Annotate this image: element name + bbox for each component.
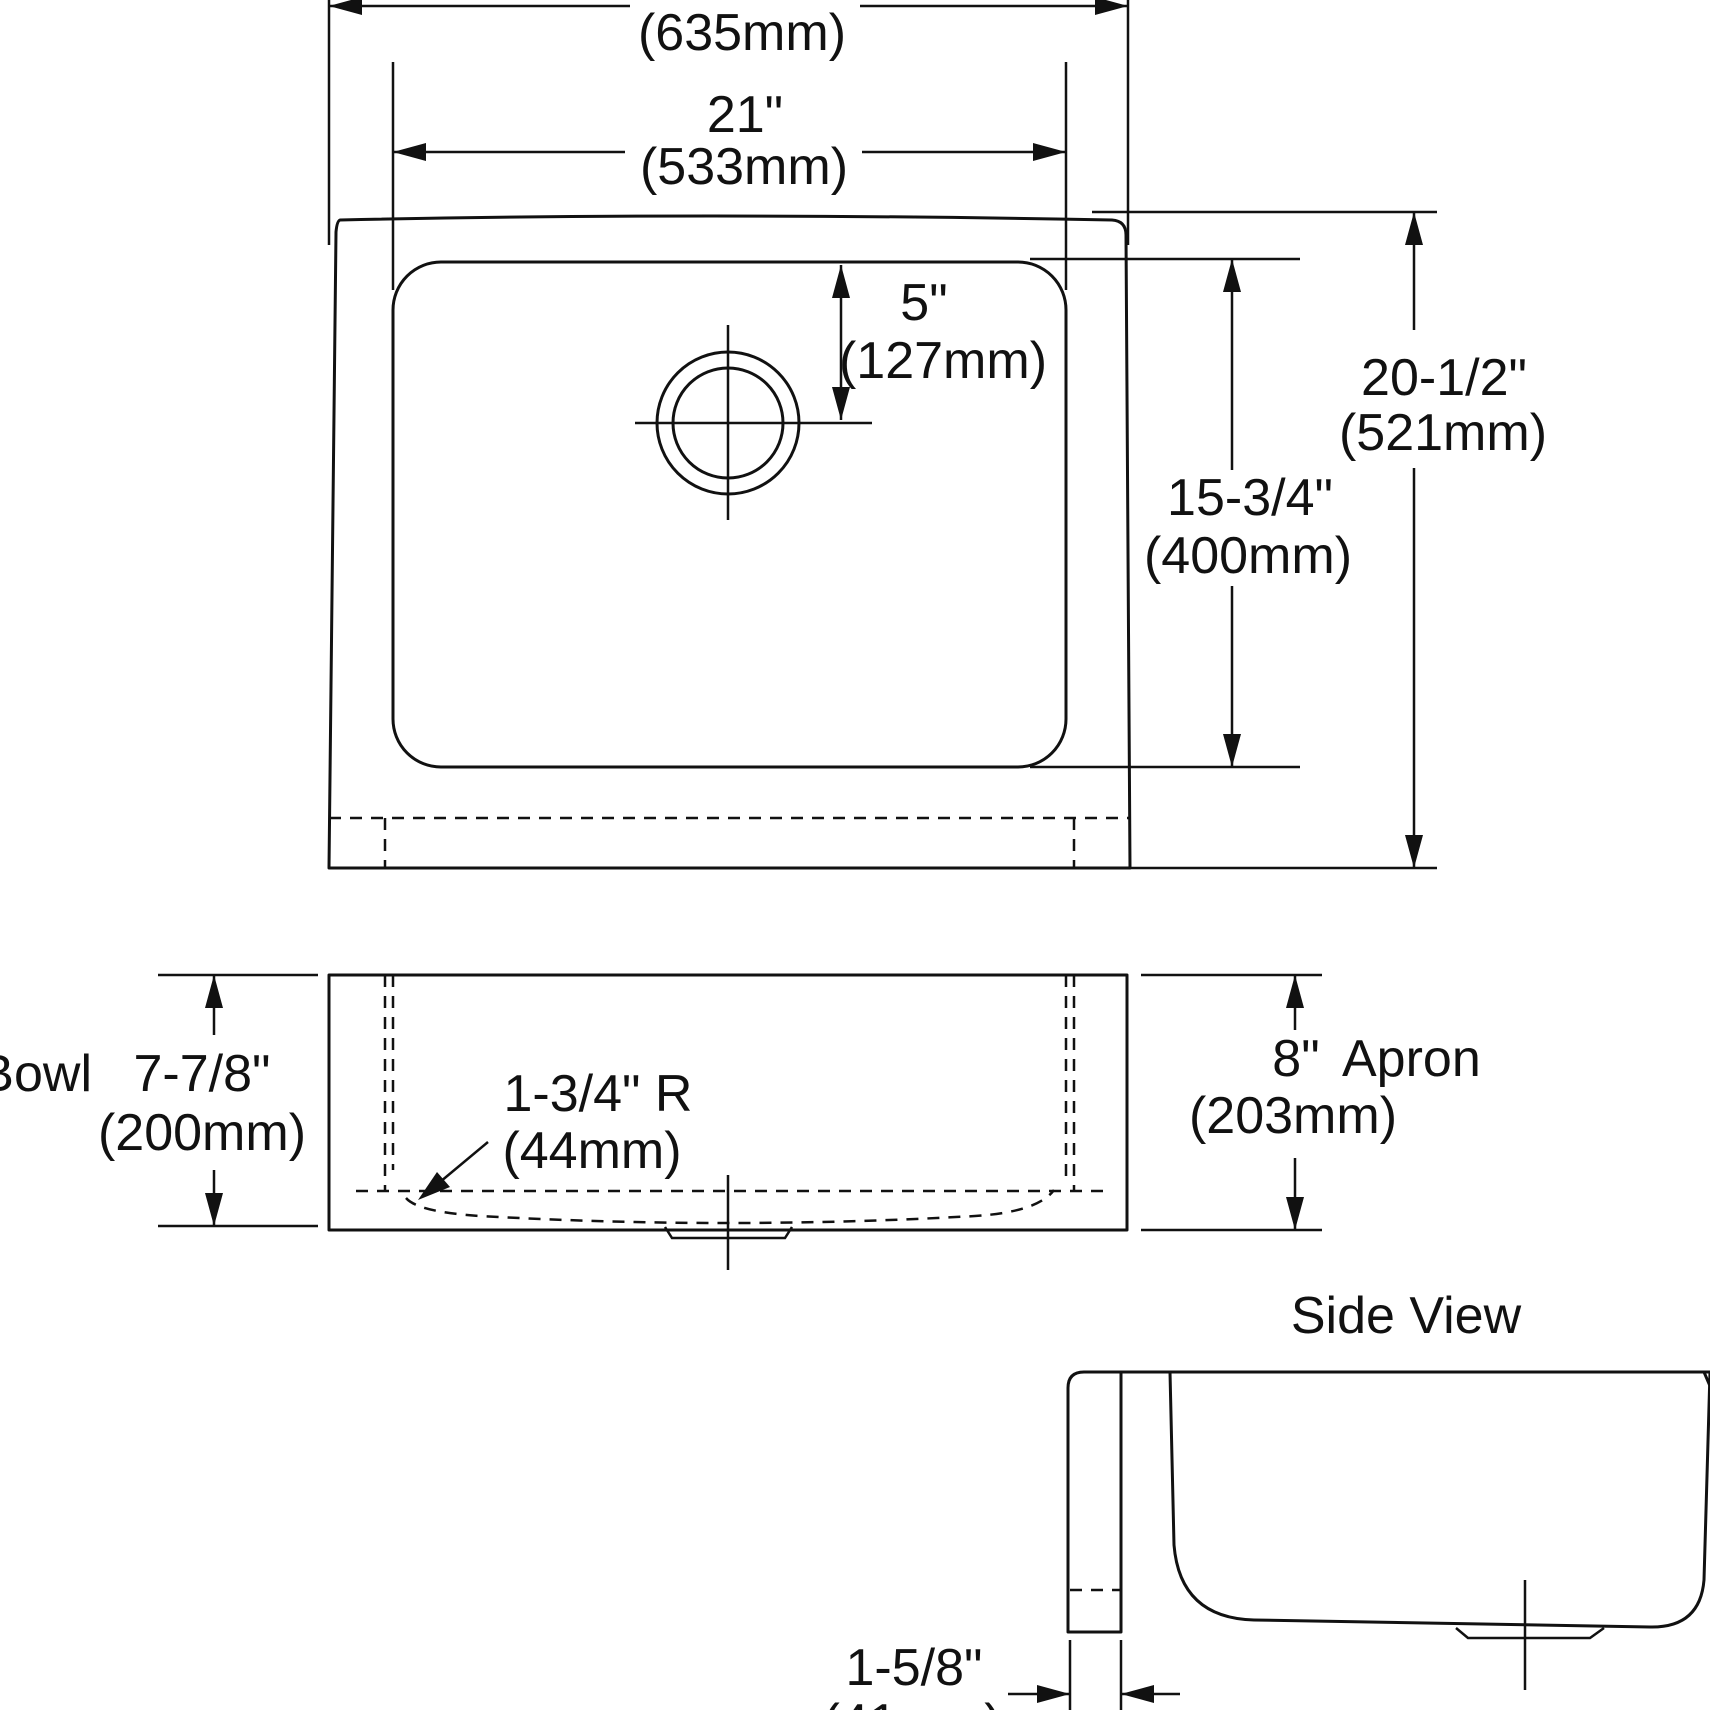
apron-height-label-mm: (203mm): [1189, 1087, 1397, 1145]
overall-length-label-in: 20-1/2": [1361, 349, 1527, 407]
apron-label: Apron: [1342, 1030, 1481, 1088]
side-view: Side View 1-5/8" (41mm): [822, 1287, 1710, 1710]
overall-width-label-mm: (635mm): [638, 4, 846, 62]
bowl-depth-label-in: 7-7/8": [134, 1045, 271, 1103]
top-view: (635mm) 21" (533mm) 5" (127mm) 15-3/4" (…: [327, 0, 1547, 870]
apron-thickness-label-in: 1-5/8": [846, 1639, 983, 1697]
side-apron-outline: [1066, 1370, 1710, 1634]
front-view: Bowl 7-7/8" (200mm) 1-3/4" R (44mm) 8" A…: [0, 973, 1481, 1270]
bowl-length-label-in: 15-3/4": [1167, 469, 1333, 527]
bowl-label: Bowl: [0, 1045, 92, 1103]
corner-radius-label-in: 1-3/4" R: [504, 1065, 693, 1123]
bowl-length-label-mm: (400mm): [1144, 527, 1352, 585]
drain: [635, 325, 872, 520]
sink-outer-outline: [327, 214, 1132, 870]
corner-radius-label-mm: (44mm): [502, 1122, 681, 1180]
bowl-width-label-in: 21": [707, 86, 783, 144]
side-bowl-outline: [1168, 1370, 1710, 1629]
bowl-depth-label-mm: (200mm): [98, 1104, 306, 1162]
bowl-bottom-hidden: [405, 1189, 1056, 1225]
apron-thickness-label-mm: (41mm): [822, 1694, 1001, 1710]
bowl-inner-outline: [391, 260, 1068, 769]
side-view-title: Side View: [1291, 1287, 1522, 1345]
apron-height-label-in: 8": [1272, 1030, 1319, 1088]
drain-offset-label-in: 5": [900, 274, 947, 332]
bowl-width-label-mm: (533mm): [640, 138, 848, 196]
overall-length-label-mm: (521mm): [1339, 404, 1547, 462]
drain-offset-label-mm: (127mm): [839, 332, 1047, 390]
